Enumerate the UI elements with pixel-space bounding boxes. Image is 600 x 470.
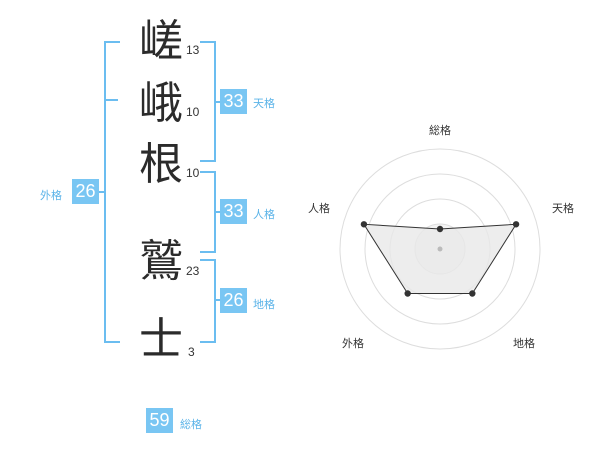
soukaku-badge: 59 — [146, 408, 173, 433]
radar-point-5 — [360, 221, 368, 228]
radar-point-4 — [404, 290, 411, 297]
name-char-5: 士 — [139, 314, 183, 365]
tenkaku-badge: 33 — [220, 89, 247, 114]
tenkaku-connector — [214, 101, 221, 103]
stroke-count-4: 23 — [186, 264, 200, 278]
axis-label-tenkaku: 天格 — [552, 201, 574, 215]
name-char-1: 嵯 — [139, 16, 183, 67]
chikaku-bracket — [200, 259, 216, 343]
axis-label-chikaku: 地格 — [513, 336, 535, 350]
radar-points — [360, 221, 520, 297]
stroke-count-1: 13 — [186, 43, 200, 57]
axis-label-gaikaku: 外格 — [342, 336, 364, 350]
name-char-2: 峨 — [139, 78, 183, 129]
gaikaku-badge: 26 — [72, 179, 99, 204]
gaikaku-label: 外格 — [40, 189, 62, 202]
tenkaku-label: 天格 — [253, 97, 275, 110]
chikaku-connector — [214, 299, 221, 301]
axis-label-jinkaku: 人格 — [308, 201, 330, 215]
radar-point-1 — [436, 225, 444, 233]
axis-label-soukaku: 総格 — [429, 123, 451, 137]
name-char-3: 根 — [139, 139, 183, 190]
jinkaku-label: 人格 — [253, 208, 275, 221]
jinkaku-connector — [214, 211, 221, 213]
radar-center-dot — [437, 246, 443, 252]
gaikaku-connector — [98, 191, 104, 193]
stroke-count-5: 3 — [188, 345, 195, 359]
radar-polygon — [362, 223, 518, 294]
chikaku-badge: 26 — [220, 288, 247, 313]
stroke-count-2: 10 — [186, 105, 200, 119]
radar-ring — [364, 173, 516, 325]
radar-ring — [339, 148, 541, 350]
name-char-4: 鷲 — [139, 236, 183, 287]
jinkaku-badge: 33 — [220, 199, 247, 224]
stroke-count-3: 10 — [186, 166, 200, 180]
gaikaku-bracket-tick-top — [104, 99, 118, 101]
radar-point-3 — [469, 290, 476, 297]
chikaku-label: 地格 — [253, 298, 275, 311]
radar-point-2 — [512, 221, 520, 228]
soukaku-label: 総格 — [180, 418, 202, 431]
gaikaku-bracket — [104, 41, 120, 343]
